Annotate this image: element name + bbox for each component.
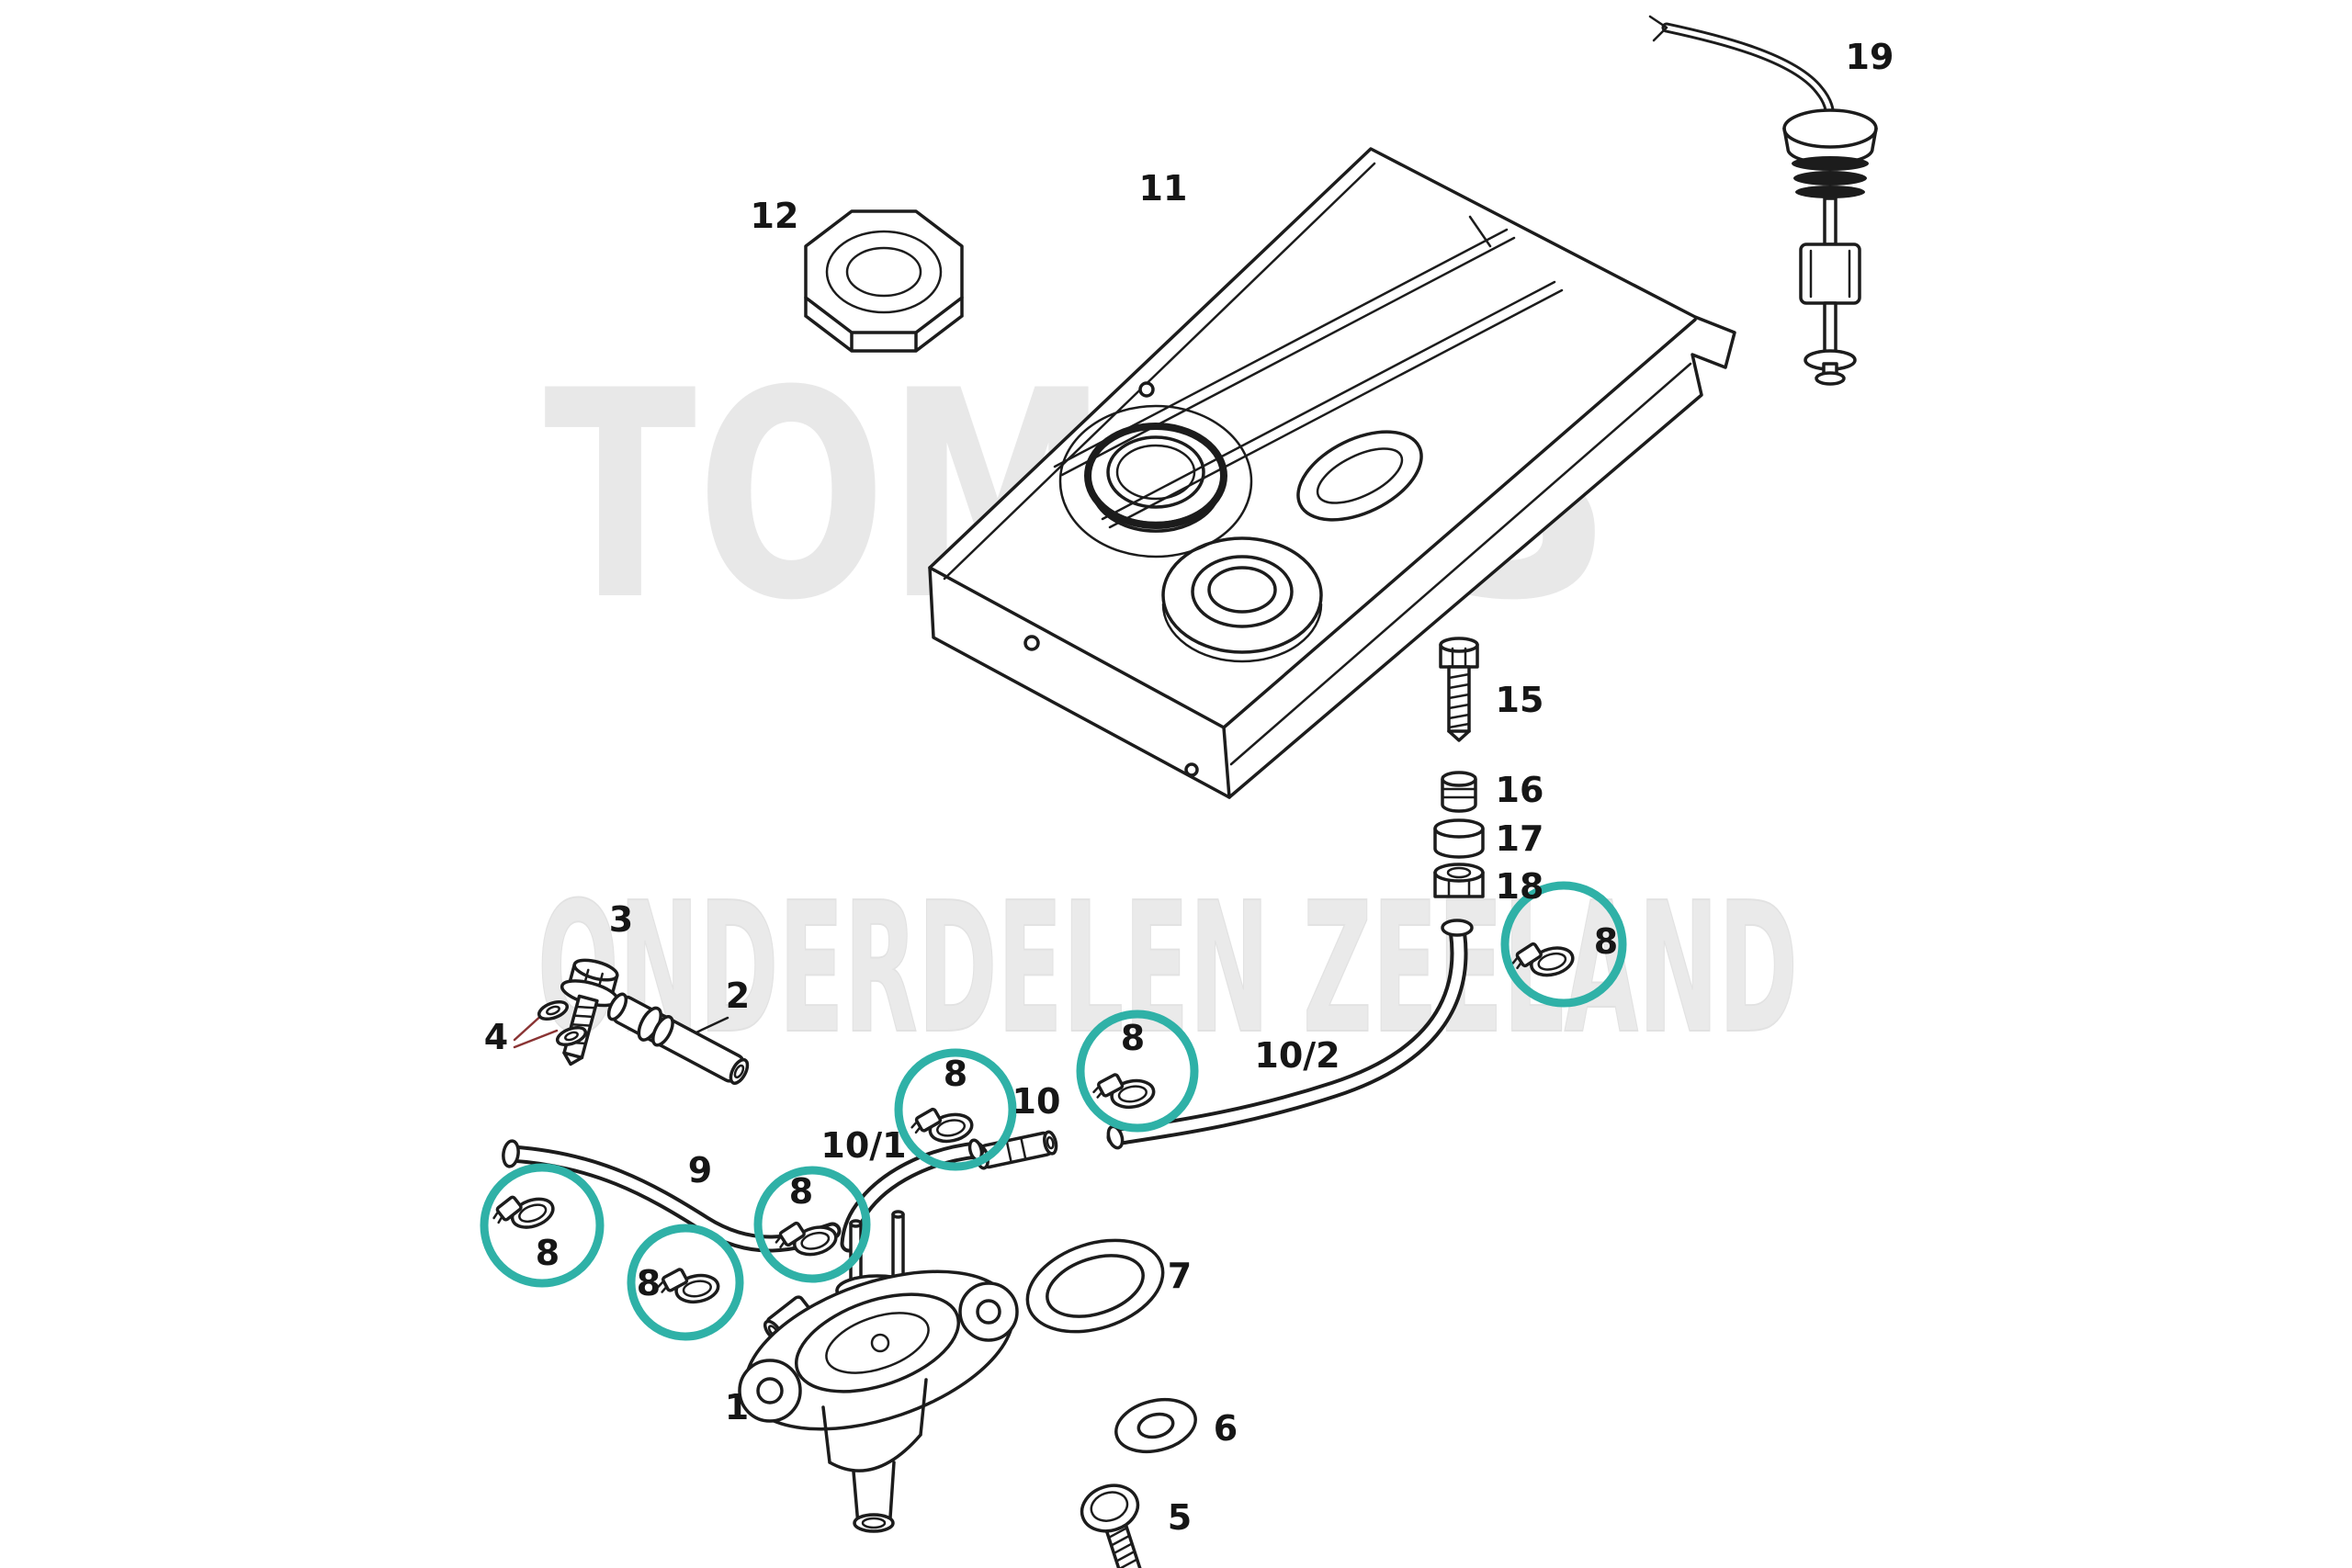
highlight-circle <box>894 1048 1017 1171</box>
highlight-circles-layer <box>480 881 1627 1341</box>
part-number-label: 17 <box>1496 818 1544 859</box>
part-number-label: 8 <box>789 1171 813 1212</box>
part-12-tank-cap <box>804 209 964 353</box>
part-19-level-sensor <box>1648 15 1878 386</box>
highlight-circle <box>480 1163 605 1288</box>
part-1-oil-tap-body <box>738 1210 1019 1533</box>
part-10-nipple <box>974 1130 1058 1170</box>
part-number-label: 18 <box>1496 866 1544 907</box>
handle-slot <box>1296 430 1423 522</box>
part-number-label: 9 <box>688 1150 712 1190</box>
hose-clamp-icon <box>652 1260 722 1310</box>
part-number-label: 3 <box>609 899 633 940</box>
watermark-text-onderdelen-zeeland: ONDERDELEN ZEELAND <box>537 864 1798 1074</box>
part-5-bolt <box>1080 1483 1143 1568</box>
part-17-bushing <box>1433 818 1485 859</box>
hose-clamp-icon <box>769 1212 841 1266</box>
highlight-circle <box>1076 1010 1199 1133</box>
secondary-opening <box>1161 536 1323 663</box>
part-15-bolt <box>1439 637 1479 742</box>
part-6-washer <box>1114 1397 1197 1454</box>
part-number-label: 11 <box>1139 168 1188 209</box>
hose-clamp-icon <box>905 1100 977 1151</box>
part-11-oil-tank <box>928 147 1736 799</box>
part-number-label: 8 <box>1594 921 1618 962</box>
part-16-spacer <box>1441 771 1477 813</box>
highlight-circle <box>1500 881 1627 1008</box>
part-number-label: 10/1 <box>820 1125 906 1166</box>
part-number-label: 8 <box>637 1263 661 1303</box>
part-4-washers <box>513 999 588 1049</box>
part-number-label: 6 <box>1214 1408 1238 1449</box>
part-10-2-hose <box>1106 919 1474 1150</box>
hose-clamp-icon <box>1088 1066 1158 1115</box>
part-number-label: 8 <box>536 1233 560 1273</box>
part-number-label: 12 <box>751 196 799 236</box>
highlight-circle <box>753 1166 871 1283</box>
part-2-fitting <box>606 992 750 1085</box>
part-number-label: 7 <box>1168 1256 1192 1296</box>
part-number-label: 19 <box>1846 37 1894 77</box>
part-number-label: 15 <box>1496 680 1544 720</box>
part-number-label: 8 <box>1121 1018 1145 1058</box>
part-number-label: 2 <box>726 976 750 1016</box>
part-number-label: 8 <box>944 1054 967 1094</box>
highlight-circle <box>627 1224 744 1341</box>
part-number-label: 10 <box>1012 1081 1061 1122</box>
part-number-label: 1 <box>725 1387 749 1427</box>
filler-neck <box>1058 404 1253 558</box>
part-7-gasket <box>1025 1238 1165 1334</box>
part-number-label: 4 <box>484 1017 508 1057</box>
part-number-label: 10/2 <box>1254 1035 1340 1076</box>
part-number-label: 16 <box>1496 770 1544 810</box>
part-18-nut <box>1433 863 1485 898</box>
part-number-label: 5 <box>1168 1497 1192 1538</box>
